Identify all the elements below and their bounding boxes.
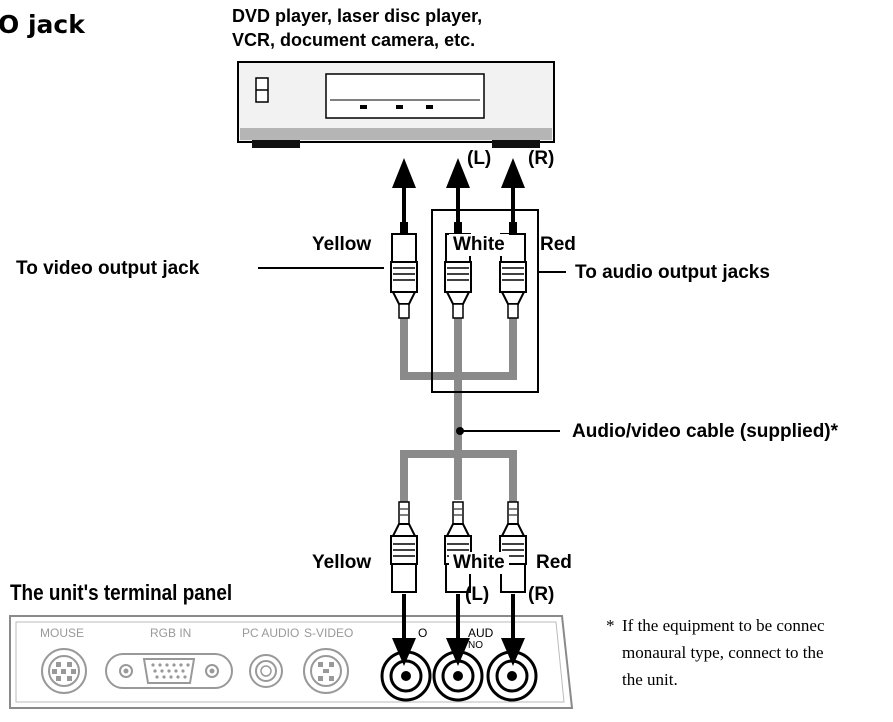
pc-audio-port-icon xyxy=(249,654,283,688)
right-channel-label-top: (R) xyxy=(528,148,555,169)
port-label-audio-fragment: AUD xyxy=(468,626,494,640)
terminal-panel: MOUSE RGB IN PC AUDIO S-VIDEO O AUD NO xyxy=(9,615,574,709)
footnote: * If the equipment to be connec monaural… xyxy=(606,612,825,693)
audio-plugs-bracket xyxy=(431,209,539,393)
up-arrow-icon xyxy=(446,158,470,222)
audio-r-jack-icon xyxy=(486,650,538,702)
white-label-bottom: White xyxy=(449,552,509,574)
port-label-pc-audio: PC AUDIO xyxy=(242,626,299,640)
port-label-mono-fragment: NO xyxy=(468,640,483,651)
right-channel-label-bottom: (R) xyxy=(528,584,555,605)
footnote-line1: If the equipment to be connec xyxy=(622,616,825,635)
source-device-label-line2: VCR, document camera, etc. xyxy=(232,30,476,50)
cable-label: Audio/video cable (supplied)* xyxy=(572,421,839,442)
bottom-plugs xyxy=(390,501,527,593)
down-arrows xyxy=(392,594,525,666)
footnote-star: * xyxy=(606,616,615,635)
footnote-line2: monaural type, connect to the xyxy=(622,643,824,662)
video-in-jack-icon xyxy=(380,650,432,702)
white-label-top: White xyxy=(449,234,509,256)
port-label-video-fragment: O xyxy=(418,626,427,640)
left-channel-label-top: (L) xyxy=(467,148,492,169)
yellow-label-top: Yellow xyxy=(312,234,372,255)
port-label-s-video: S-VIDEO xyxy=(304,626,353,640)
av-cable xyxy=(400,318,517,505)
source-device-label-line1: DVD player, laser disc player, xyxy=(232,6,483,26)
footnote-line3: the unit. xyxy=(622,670,678,689)
up-arrow-icon xyxy=(392,158,416,222)
port-label-mouse: MOUSE xyxy=(40,626,84,640)
left-channel-label-bottom: (L) xyxy=(465,584,490,605)
red-label-top: Red xyxy=(540,234,576,255)
to-video-output-label: To video output jack xyxy=(16,258,200,279)
down-arrow-icon xyxy=(501,594,525,666)
down-arrow-icon xyxy=(446,594,470,666)
mouse-port-icon xyxy=(41,648,87,694)
up-arrow-icon xyxy=(501,158,525,222)
red-label-bottom: Red xyxy=(536,552,572,573)
source-device xyxy=(237,61,555,148)
terminal-panel-title: The unit's terminal panel xyxy=(10,580,233,605)
port-label-rgb-in: RGB IN xyxy=(150,626,191,640)
rgb-in-port-icon xyxy=(105,653,233,689)
to-audio-output-label: To audio output jacks xyxy=(575,262,770,283)
down-arrow-icon xyxy=(392,594,416,666)
section-title-fragment: O jack xyxy=(0,10,85,39)
s-video-port-icon xyxy=(303,648,349,694)
yellow-label-bottom: Yellow xyxy=(312,552,372,573)
